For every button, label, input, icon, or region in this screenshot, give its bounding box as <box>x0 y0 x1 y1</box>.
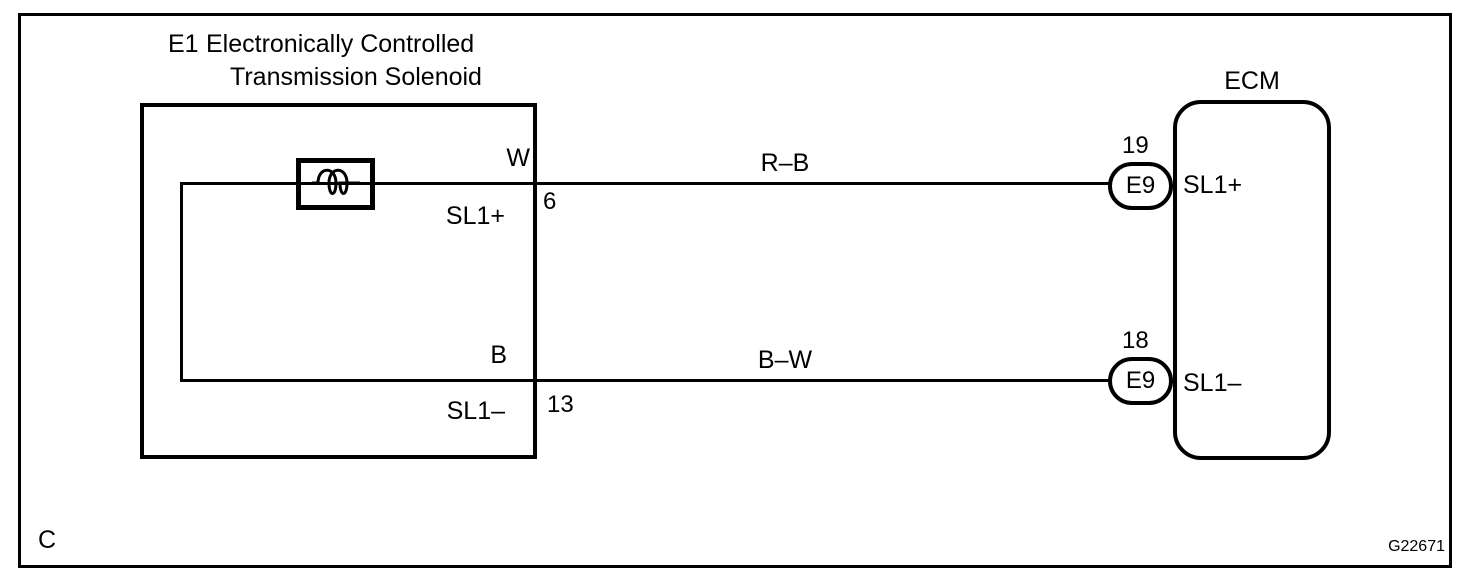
ecm-top-pin-number: 19 <box>1122 132 1149 159</box>
figure-code: G22671 <box>1388 538 1445 555</box>
ecm-bottom-connector-code: E9 <box>1125 367 1156 394</box>
ecm-bottom-pin-number: 18 <box>1122 327 1149 354</box>
solenoid-title-line1: Electronically Controlled <box>206 30 475 58</box>
wire-label-bottom: B–W <box>757 346 813 374</box>
ecm-top-connector-oval: E9 <box>1108 162 1173 210</box>
solenoid-ref-label: E1 <box>168 30 199 58</box>
solenoid-component-box <box>140 103 537 459</box>
wire-label-top: R–B <box>760 149 810 177</box>
solenoid-bottom-wire-color: B <box>490 341 507 369</box>
ecm-top-connector-code: E9 <box>1125 172 1156 199</box>
solenoid-top-signal-label: SL1+ <box>445 202 505 230</box>
ecm-box <box>1173 100 1331 460</box>
wire-sl1-minus <box>180 379 1112 382</box>
solenoid-internal-wire <box>180 182 183 382</box>
corner-label: C <box>38 526 57 554</box>
solenoid-coil-icon <box>312 168 360 195</box>
solenoid-title-line2: Transmission Solenoid <box>230 63 482 91</box>
wire-sl1-plus <box>180 182 1112 185</box>
ecm-bottom-signal-label: SL1– <box>1183 369 1242 397</box>
solenoid-top-wire-color: W <box>506 144 530 172</box>
solenoid-coil-box <box>296 158 375 210</box>
ecm-title: ECM <box>1224 67 1280 95</box>
ecm-bottom-connector-oval: E9 <box>1108 357 1173 405</box>
solenoid-bottom-signal-label: SL1– <box>446 397 505 425</box>
diagram-frame <box>18 13 1452 568</box>
solenoid-bottom-pin-number: 13 <box>547 391 574 418</box>
ecm-top-signal-label: SL1+ <box>1183 171 1243 199</box>
solenoid-top-pin-number: 6 <box>543 188 557 215</box>
